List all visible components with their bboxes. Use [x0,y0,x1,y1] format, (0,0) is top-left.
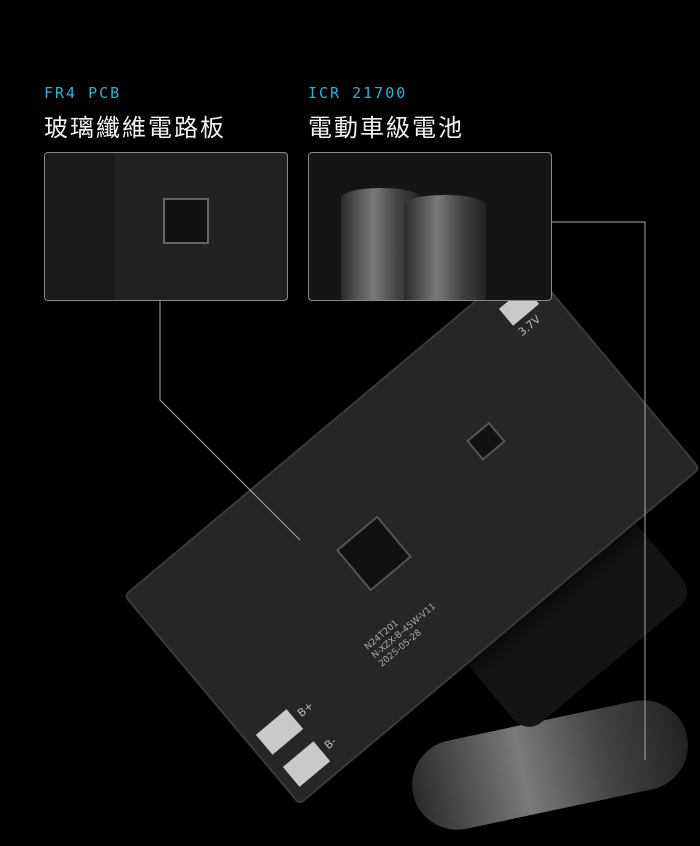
battery-cell-2 [404,195,486,300]
battery-title: 電動車級電池 [308,114,464,142]
pcb-closeup-image [44,152,288,301]
pcb-tag: FR4 PCB [44,84,122,102]
pcb-title: 玻璃纖維電路板 [44,114,226,142]
battery-closeup-image [308,152,552,301]
battery-callout-line [551,221,646,760]
pcb-callout-line [159,299,301,541]
closeup-trace-area [45,153,115,300]
battery-tag: ICR 21700 [308,84,408,102]
closeup-chip [163,198,209,244]
